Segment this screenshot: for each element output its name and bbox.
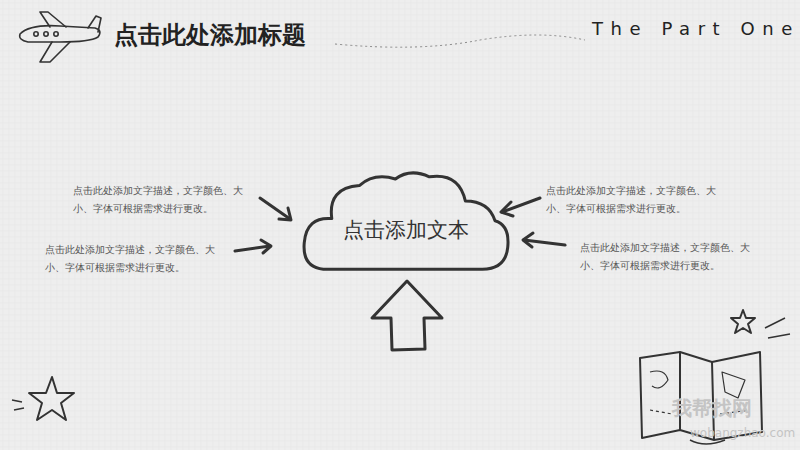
map-mark [690,440,725,444]
watermark: wobangzhao.com [690,426,795,440]
pointer-arrows [235,198,565,253]
plane-icon [20,12,101,62]
slide-title: 点击此处添加标题 [114,19,306,51]
dashed-line [335,35,585,47]
star-marks [12,400,24,410]
part-heading: The Part One [592,18,800,39]
up-arrow [372,281,442,350]
star [731,310,755,333]
star-marks [765,318,790,338]
star [29,377,74,420]
cloud-node: 点击添加文本 [300,168,512,278]
description-text: 点击此处添加文字描述，文字颜色、大小、字体可根据需求进行更改。 [45,240,226,276]
description-text: 点击此处添加文字描述，文字颜色、大小、字体可根据需求进行更改。 [546,181,727,217]
watermark: 我帮找网 [672,395,752,422]
description-text: 点击此处添加文字描述，文字颜色、大小、字体可根据需求进行更改。 [580,238,761,274]
cloud-text: 点击添加文本 [300,216,512,244]
description-text: 点击此处添加文字描述，文字颜色、大小、字体可根据需求进行更改。 [73,181,254,217]
